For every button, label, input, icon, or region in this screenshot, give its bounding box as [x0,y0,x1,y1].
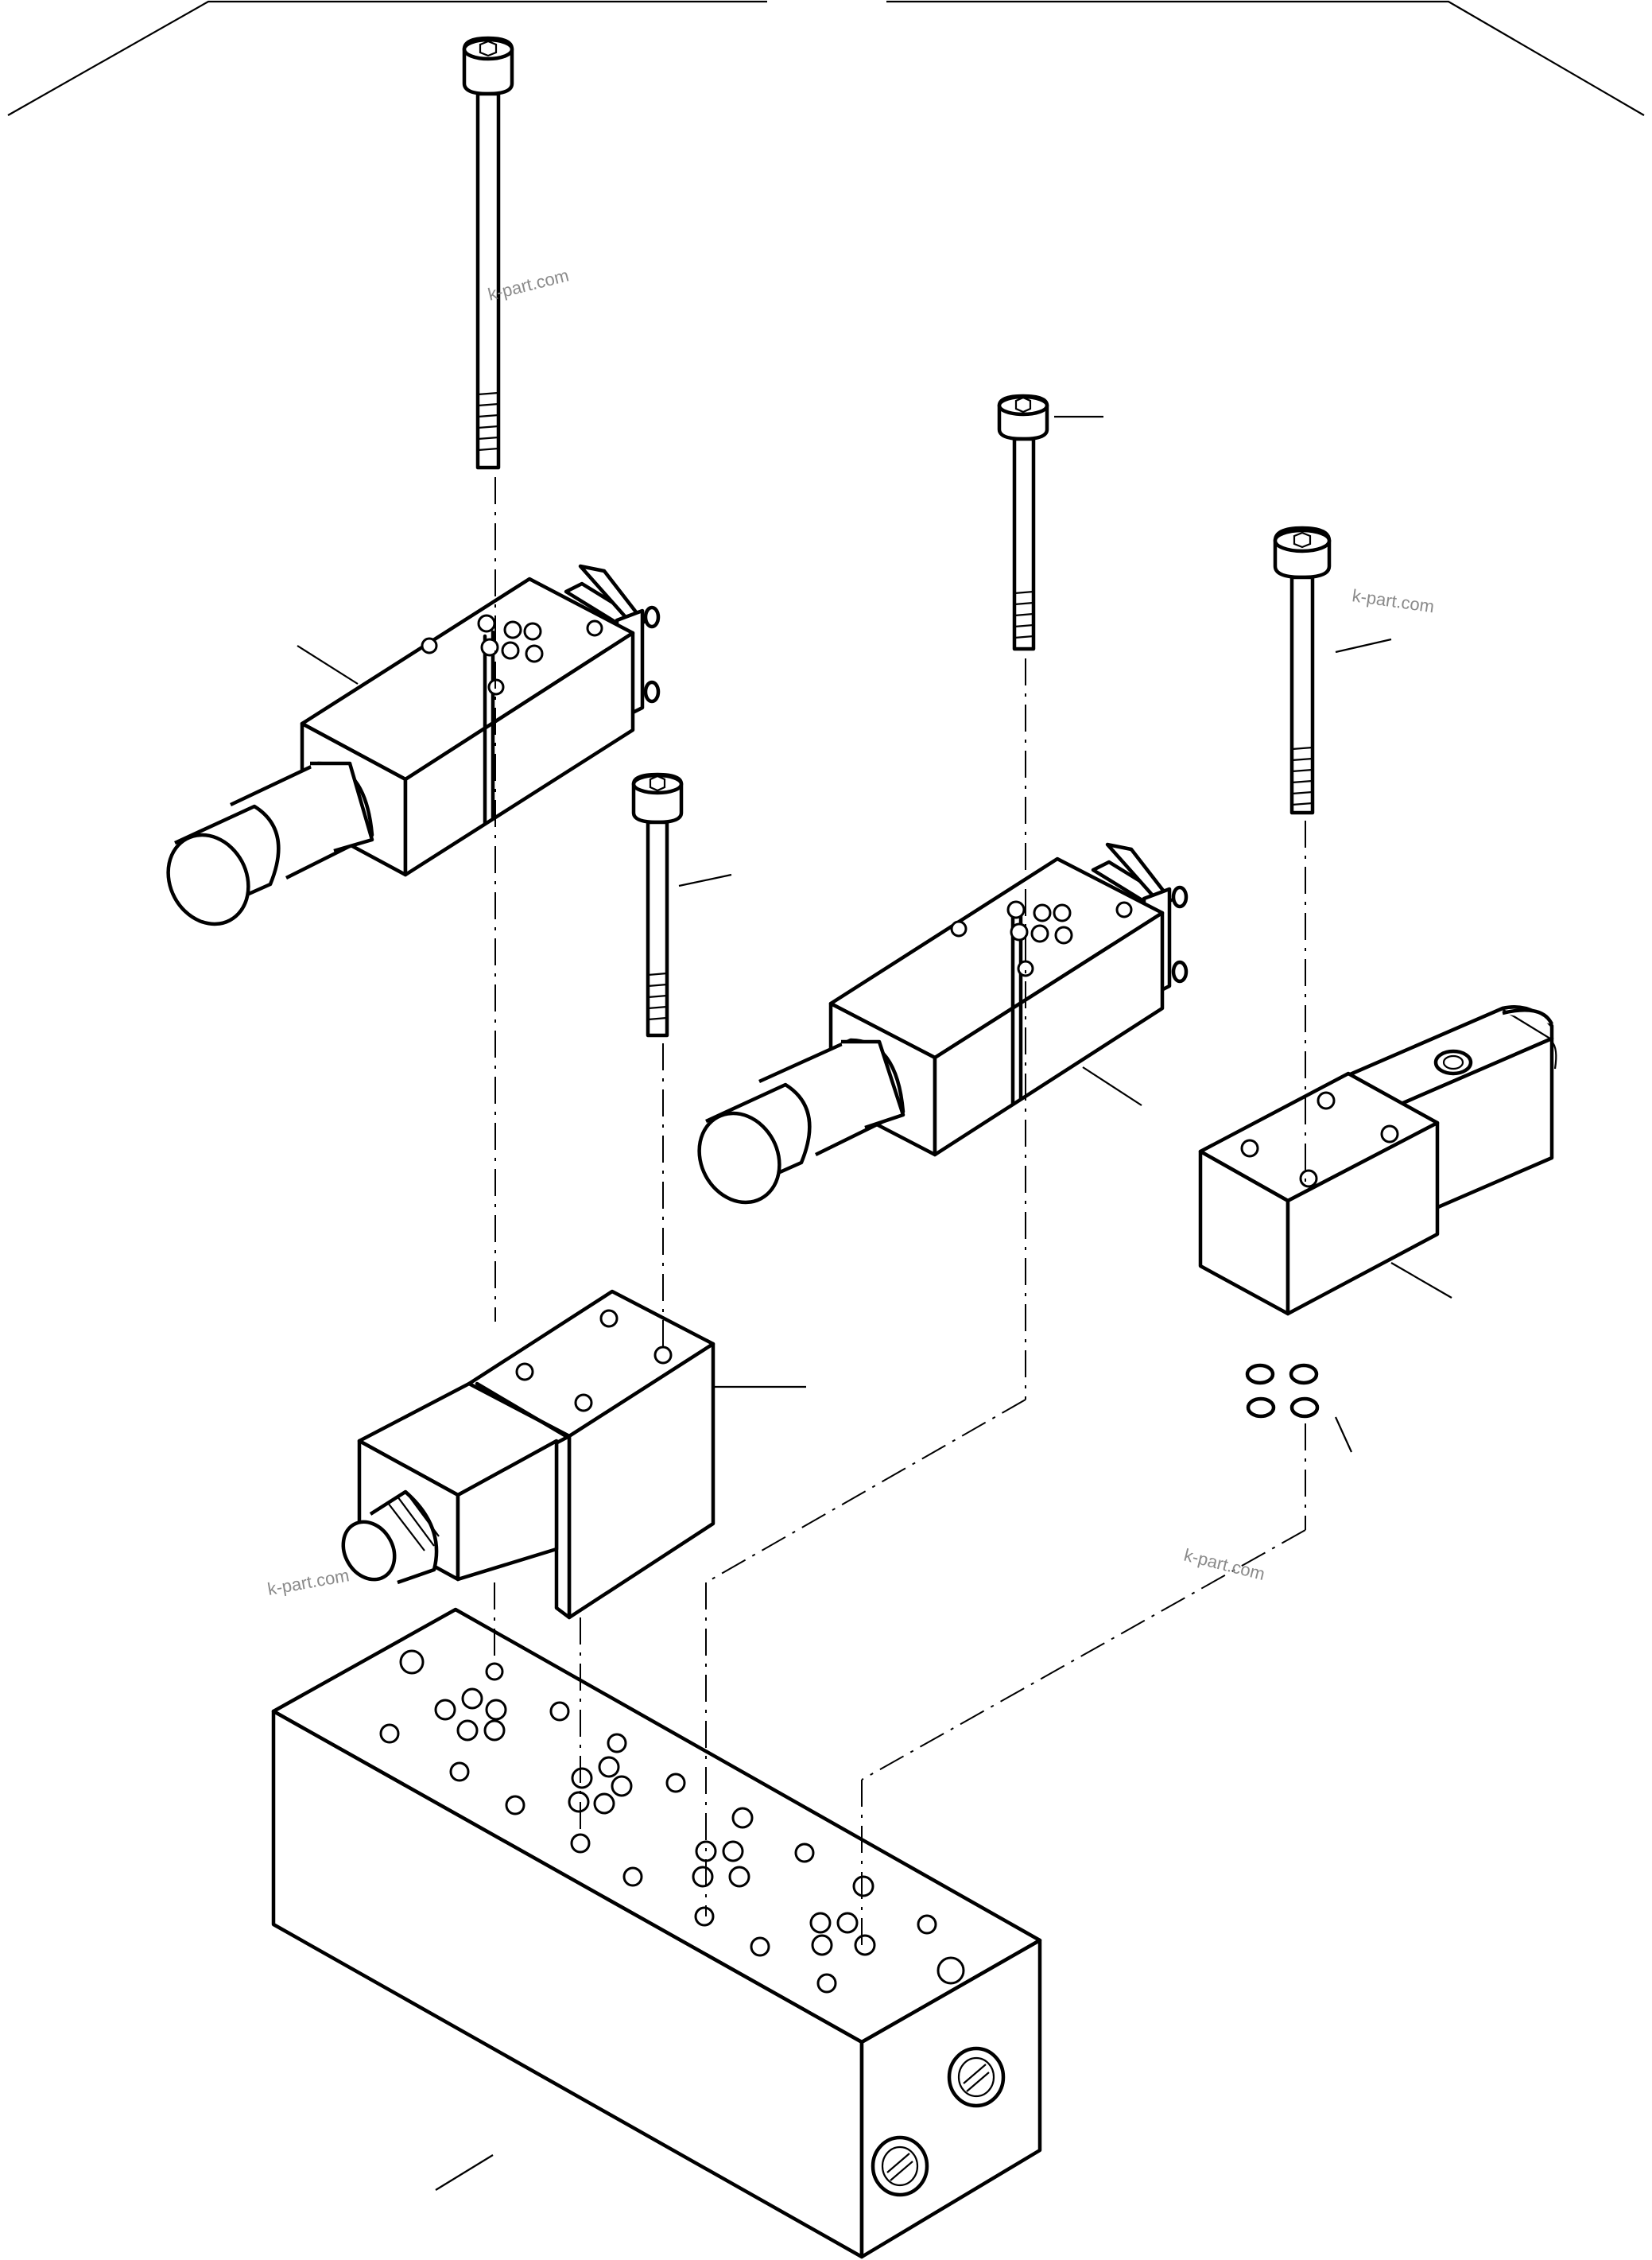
watermark-text: k-part.com [266,1565,351,1599]
watermark-text: k-part.com [1182,1545,1267,1584]
directional-valve-upper-left [166,564,661,926]
alignment-centerlines [494,477,1306,1945]
manifold-block [271,1607,1042,2259]
solenoid-valve-right [1198,1005,1557,1316]
directional-valve-center [697,842,1189,1205]
o-rings [1245,1363,1320,1419]
bolt-right [1273,526,1332,815]
manual-valve-with-knob [341,1289,715,1620]
long-bolt-left [462,36,514,470]
watermark-text: k-part.com [1351,585,1435,616]
bolt-center [631,772,684,1038]
frame-lines [7,0,1645,116]
bolt-upper-right [997,394,1049,651]
leader-lines [297,415,1452,2191]
